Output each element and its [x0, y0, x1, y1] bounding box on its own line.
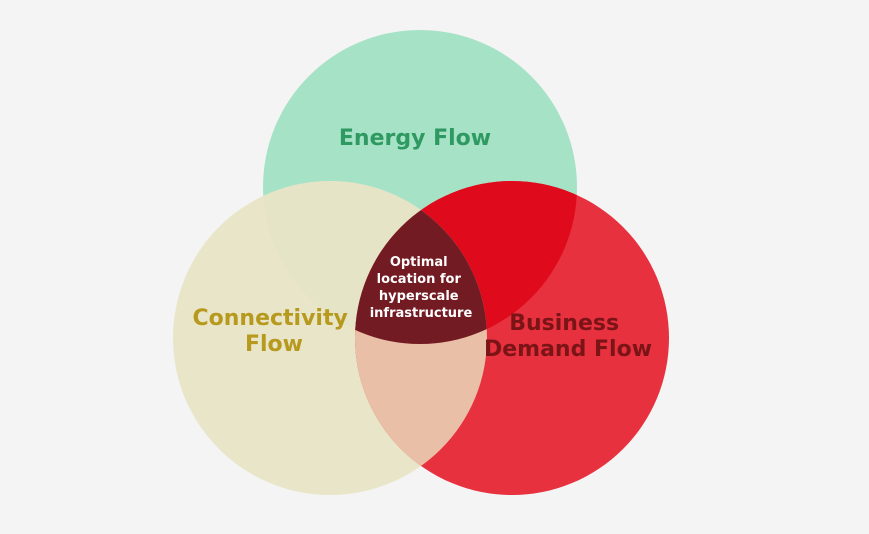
business-demand-flow-label: Business Demand Flow — [484, 311, 652, 362]
center-label: Optimal location for hyperscale infrastr… — [370, 255, 473, 321]
energy-flow-label: Energy Flow — [339, 126, 491, 151]
connectivity-flow-label: Connectivity Flow — [192, 306, 355, 357]
center-overlap — [355, 181, 487, 344]
